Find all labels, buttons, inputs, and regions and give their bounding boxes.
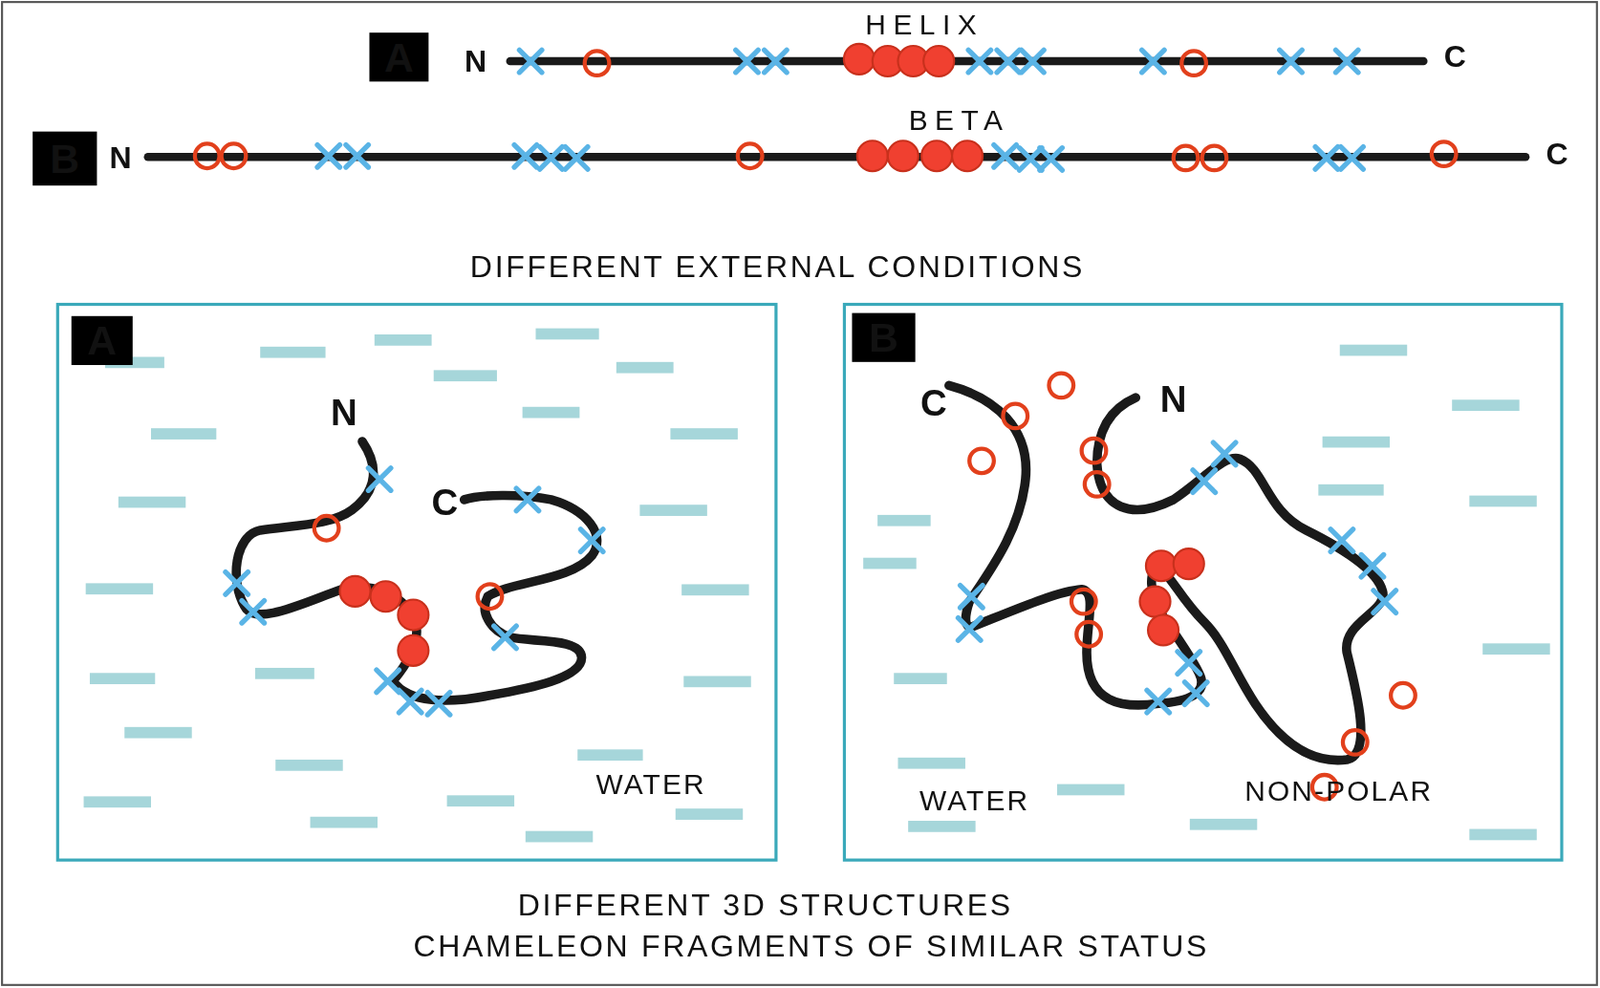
panel-tag: A xyxy=(71,316,133,366)
condition-panel: WATER NON-POLAR B xyxy=(843,302,1564,863)
terminus-label: N xyxy=(330,394,358,432)
condition-panel: WATER A xyxy=(56,302,779,863)
panel-tag: B xyxy=(32,131,97,187)
strand-b xyxy=(148,140,1526,172)
terminus-label: N xyxy=(108,142,131,173)
medium-label: WATER xyxy=(595,771,706,800)
caption-text: DIFFERENT 3D STRUCTURES xyxy=(518,890,1014,922)
terminus-label: N xyxy=(1160,381,1188,418)
terminus-label: C xyxy=(432,484,459,521)
chain-a xyxy=(225,441,604,715)
strand-a xyxy=(510,43,1425,77)
terminus-label: C xyxy=(920,385,948,422)
panel-tag: B xyxy=(851,313,915,363)
terminus-label: C xyxy=(1546,138,1569,170)
terminus-label: C xyxy=(1444,42,1467,73)
tag-letter: A xyxy=(384,36,414,78)
medium-label: NON-POLAR xyxy=(1244,777,1433,806)
tag-letter: B xyxy=(49,138,80,180)
tag-letter: B xyxy=(868,317,899,359)
structure-label: BETA xyxy=(908,106,1011,135)
medium-label: WATER xyxy=(919,787,1030,817)
water-dashes xyxy=(84,328,1551,844)
heading-text: DIFFERENT EXTERNAL CONDITIONS xyxy=(470,252,1085,283)
panel-tag: A xyxy=(368,32,429,82)
terminus-label: N xyxy=(464,45,487,77)
tag-letter: A xyxy=(86,320,117,362)
caption-text: CHAMELEON FRAGMENTS OF SIMILAR STATUS xyxy=(412,930,1210,962)
chain-b xyxy=(949,373,1416,800)
structure-label: HELIX xyxy=(864,11,984,41)
